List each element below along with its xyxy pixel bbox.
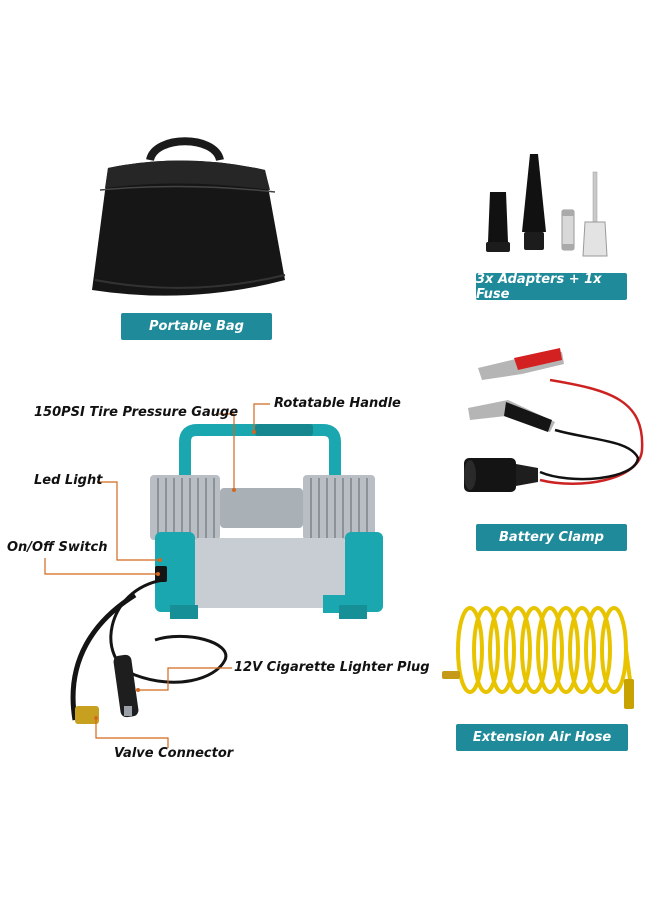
handle-callout: Rotatable Handle — [274, 396, 401, 411]
portable-bag-image — [92, 137, 286, 296]
adapters-fuse-image — [486, 154, 608, 257]
switch-callout: On/Off Switch — [7, 540, 108, 555]
battery-clamp-image — [464, 348, 644, 492]
extension-air-hose-badge: Extension Air Hose — [456, 724, 628, 751]
led-light-callout: Led Light — [34, 473, 103, 488]
extension-air-hose-image — [442, 606, 634, 709]
portable-bag-badge: Portable Bag — [121, 313, 272, 340]
plug-callout: 12V Cigarette Lighter Plug — [234, 660, 430, 675]
valve-connector-callout: Valve Connector — [114, 746, 234, 761]
battery-clamp-badge: Battery Clamp — [476, 524, 627, 551]
gauge-callout: 150PSI Tire Pressure Gauge — [34, 405, 239, 420]
adapters-fuse-badge: 3x Adapters + 1x Fuse — [476, 272, 627, 302]
air-compressor-image — [70, 424, 383, 724]
